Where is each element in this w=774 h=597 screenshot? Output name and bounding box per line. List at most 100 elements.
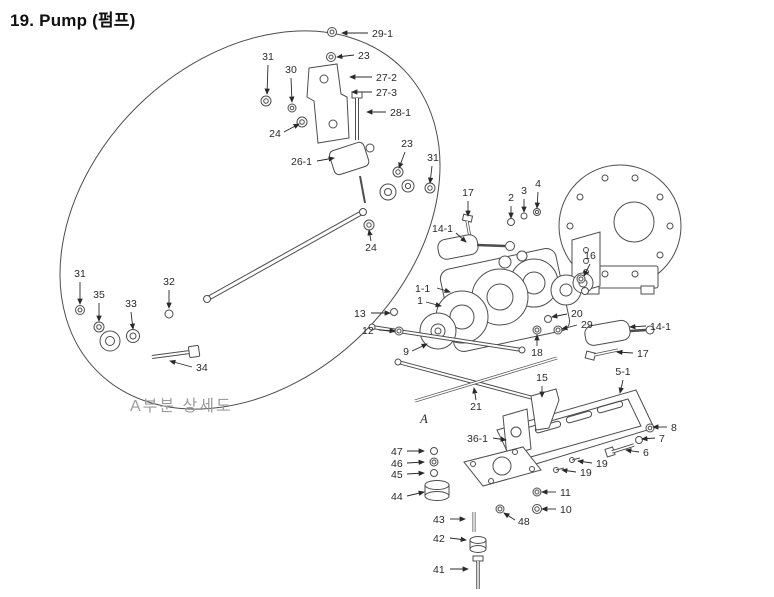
callout-leader [406, 459, 425, 466]
section-marker-label: A [419, 412, 428, 426]
callout-leader [336, 53, 355, 60]
callout-leader [641, 435, 656, 442]
callout-label: 27-3 [376, 87, 397, 99]
callout-label: 32 [163, 276, 175, 288]
callout-leader [534, 191, 541, 209]
callout-label: 48 [518, 516, 530, 528]
callout-label: 29-1 [372, 28, 393, 40]
callout-label: 3 [521, 185, 527, 197]
base-plate [463, 446, 542, 487]
callout-label: 4 [535, 178, 541, 190]
callout-label: 29 [581, 319, 593, 331]
callout-leader [169, 359, 193, 368]
callout-label: 5-1 [615, 366, 630, 378]
callout-leader [129, 311, 136, 330]
callout-leader [577, 459, 593, 465]
callout-label: 33 [125, 298, 137, 310]
callout-label: 24 [269, 128, 281, 140]
callout-label: 1 [417, 295, 423, 307]
callout-leader [367, 229, 373, 242]
callout-label: 10 [560, 504, 572, 516]
callout-label: 19 [580, 467, 592, 479]
callout-leader [561, 468, 577, 474]
callout-label: 42 [433, 533, 445, 545]
callout-label: 6 [643, 447, 649, 459]
callout-label: 30 [285, 64, 297, 76]
callout-label: 11 [560, 487, 571, 499]
callout-leader [316, 156, 335, 162]
callout-label: 19 [596, 458, 608, 470]
callout-leader [283, 123, 300, 133]
callout-leader [629, 323, 647, 330]
callout-label: 44 [391, 491, 403, 503]
main-assembly [368, 164, 682, 589]
callout-leader [449, 536, 467, 543]
callout-label: 16 [584, 250, 596, 262]
callout-leader [625, 448, 640, 454]
callout-label: 7 [659, 433, 665, 445]
callout-leader [289, 77, 295, 103]
callout-leader [583, 263, 591, 277]
callout-label: 15 [536, 372, 548, 384]
callout-leader [398, 151, 406, 169]
callout-leader [436, 287, 451, 293]
callout-leader [618, 379, 624, 394]
callout-label: 18 [531, 347, 543, 359]
callout-leader [472, 387, 478, 401]
callout-label: 23 [401, 138, 413, 150]
callout-label: 17 [462, 187, 474, 199]
control-shaft [203, 208, 367, 303]
callout-leader [492, 436, 507, 442]
rod-end-hardware [75, 305, 201, 359]
callout-leader [264, 64, 270, 95]
callout-label: 9 [403, 346, 409, 358]
callout-label: 8 [671, 422, 677, 434]
callout-leader [616, 349, 634, 356]
callout-layer: 29-123313027-227-328-12426-1233124313533… [74, 28, 677, 576]
callout-label: 41 [433, 564, 445, 576]
callout-leader [425, 301, 442, 308]
callout-leader [411, 343, 428, 352]
mount-frame [496, 388, 655, 471]
detail-ellipse [59, 30, 441, 410]
callout-label: 13 [354, 308, 366, 320]
callout-label: 20 [571, 308, 583, 320]
vibration-dampers [437, 234, 655, 361]
flange-plate [558, 164, 682, 295]
callout-label: 1-1 [415, 283, 430, 295]
callout-leader [503, 512, 516, 521]
callout-label: 36-1 [467, 433, 488, 445]
callout-leader [561, 324, 578, 331]
callout-label: 28-1 [390, 107, 411, 119]
top-bracket-assembly [260, 27, 375, 204]
callout-label: 31 [74, 268, 86, 280]
callout-label: 31 [427, 152, 439, 164]
callout-label: 17 [637, 348, 649, 360]
callout-label: 46 [391, 458, 403, 470]
callout-label: 26-1 [291, 156, 312, 168]
callout-label: 45 [391, 469, 403, 481]
callout-label: 12 [362, 325, 374, 337]
callout-label: 14-1 [650, 321, 671, 333]
callout-label: 24 [365, 242, 377, 254]
detail-view [59, 27, 441, 410]
callout-label: 47 [391, 446, 403, 458]
page-title: 19. Pump (펌프) [10, 11, 136, 30]
callout-label: 35 [93, 289, 105, 301]
pump-body [419, 248, 594, 352]
callout-label: 34 [196, 362, 208, 374]
callout-label: 21 [470, 401, 482, 413]
callout-label: 23 [358, 50, 370, 62]
callout-label: 31 [262, 51, 274, 63]
callout-label: 2 [508, 192, 514, 204]
callout-label: 27-2 [376, 72, 397, 84]
callout-leader [406, 490, 425, 497]
callout-leader [427, 165, 434, 184]
callout-leader [406, 470, 425, 477]
bottom-hardware [424, 423, 655, 589]
callout-leader [378, 327, 396, 334]
callout-leader [455, 232, 467, 243]
callout-label: 43 [433, 514, 445, 526]
